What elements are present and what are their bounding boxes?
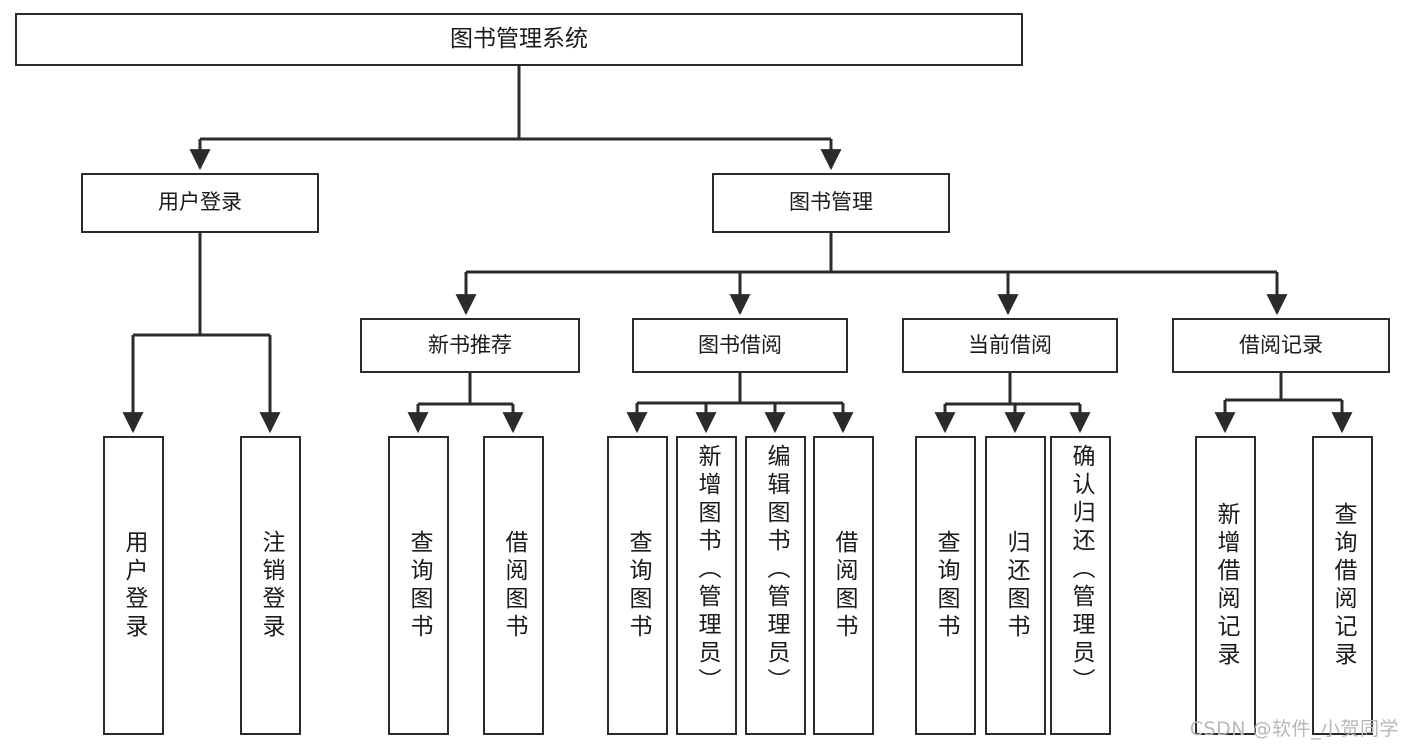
leaf-new-books-borrow-label: 借阅图书 [501, 529, 527, 642]
leaf-current-borrow-confirm[interactable]: 确认归还（管理员） [1050, 436, 1111, 735]
node-borrow-records-label: 借阅记录 [1239, 332, 1323, 357]
leaf-new-books-query-label: 查询图书 [406, 529, 432, 642]
node-root-label: 图书管理系统 [450, 25, 588, 52]
leaf-book-borrow-query[interactable]: 查询图书 [607, 436, 668, 735]
node-borrow-records[interactable]: 借阅记录 [1172, 318, 1390, 373]
leaf-book-borrow-add-label: 新增图书（管理员） [694, 444, 720, 696]
node-user-login[interactable]: 用户登录 [81, 173, 319, 233]
leaf-user-login-signin[interactable]: 用户登录 [103, 436, 164, 735]
node-new-book-recommend[interactable]: 新书推荐 [360, 318, 580, 373]
leaf-current-borrow-return[interactable]: 归还图书 [985, 436, 1046, 735]
leaf-book-borrow-add[interactable]: 新增图书（管理员） [676, 436, 737, 735]
leaf-current-borrow-return-label: 归还图书 [1003, 529, 1029, 642]
leaf-records-query-label: 查询借阅记录 [1330, 501, 1356, 670]
node-book-borrow-label: 图书借阅 [698, 332, 782, 357]
node-current-borrow-label: 当前借阅 [968, 332, 1052, 357]
leaf-current-borrow-confirm-label: 确认归还（管理员） [1068, 444, 1094, 696]
node-book-manage-label: 图书管理 [789, 190, 873, 215]
node-book-borrow[interactable]: 图书借阅 [632, 318, 848, 373]
node-root-system[interactable]: 图书管理系统 [15, 13, 1023, 66]
watermark-text: CSDN @软件_小贺同学 [1189, 718, 1399, 740]
leaf-book-borrow-edit-label: 编辑图书（管理员） [763, 444, 789, 696]
leaf-book-borrow-borrow-label: 借阅图书 [831, 529, 857, 642]
leaf-book-borrow-borrow[interactable]: 借阅图书 [813, 436, 874, 735]
node-current-borrow[interactable]: 当前借阅 [902, 318, 1118, 373]
leaf-new-books-query[interactable]: 查询图书 [388, 436, 449, 735]
leaf-book-borrow-query-label: 查询图书 [625, 529, 651, 642]
leaf-records-add[interactable]: 新增借阅记录 [1195, 436, 1256, 735]
leaf-records-add-label: 新增借阅记录 [1213, 501, 1239, 670]
leaf-records-query[interactable]: 查询借阅记录 [1312, 436, 1373, 735]
leaf-user-login-signout[interactable]: 注销登录 [240, 436, 301, 735]
node-new-book-recommend-label: 新书推荐 [428, 332, 512, 357]
leaf-user-login-signin-label: 用户登录 [121, 529, 147, 642]
leaf-user-login-signout-label: 注销登录 [258, 529, 284, 642]
leaf-new-books-borrow[interactable]: 借阅图书 [483, 436, 544, 735]
node-user-login-label: 用户登录 [158, 190, 242, 215]
node-book-manage[interactable]: 图书管理 [712, 173, 950, 233]
leaf-book-borrow-edit[interactable]: 编辑图书（管理员） [745, 436, 806, 735]
leaf-current-borrow-query-label: 查询图书 [933, 529, 959, 642]
leaf-current-borrow-query[interactable]: 查询图书 [915, 436, 976, 735]
